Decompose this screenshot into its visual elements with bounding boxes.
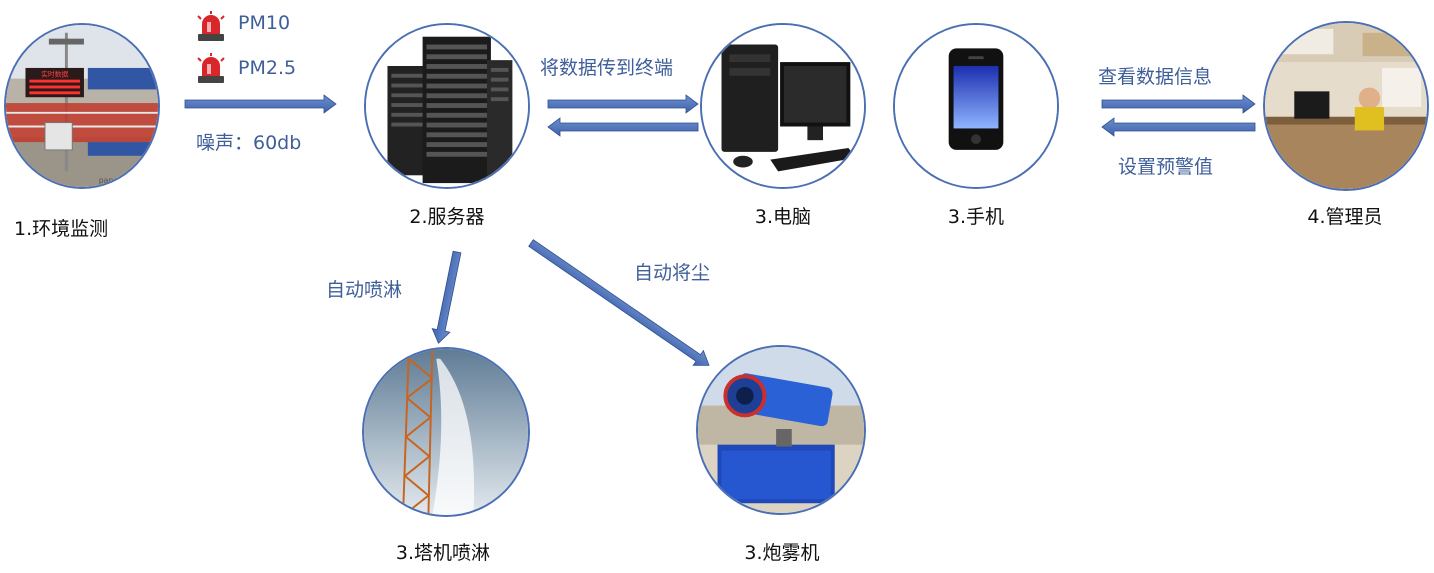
- arrow-admin-to-phone: [1101, 117, 1256, 137]
- arrow-phone-to-admin: [1101, 94, 1256, 114]
- env-monitor-photo: 实时数据 panqiin: [4, 23, 160, 189]
- pm10-label: PM10: [238, 12, 291, 34]
- arrow-server-to-fog: [528, 239, 710, 366]
- arrow-pc-to-server: [547, 117, 699, 137]
- edge-label-auto-spray: 自动喷淋: [326, 279, 403, 301]
- arrow-server-to-tower: [431, 250, 462, 344]
- server-photo: [364, 23, 530, 189]
- phone-label: 3.手机: [947, 206, 1005, 228]
- server-label: 2.服务器: [409, 206, 485, 228]
- fog-cannon-photo: [696, 345, 866, 515]
- alarm-light-icon: [197, 53, 225, 83]
- phone-photo: [893, 23, 1059, 189]
- admin-photo: [1263, 21, 1429, 191]
- edge-label-auto-dust: 自动将尘: [634, 262, 711, 284]
- screen-title: 实时数据: [41, 70, 68, 79]
- fog-label: 3.炮雾机: [744, 542, 820, 564]
- arrow-env-to-server: [184, 94, 337, 114]
- admin-label: 4.管理员: [1307, 206, 1383, 228]
- pc-photo: [700, 23, 866, 189]
- edge-label-view-data: 查看数据信息: [1098, 66, 1213, 88]
- edge-label-to-terminal: 将数据传到终端: [540, 57, 674, 79]
- env-label: 1.环境监测: [14, 218, 109, 240]
- arrow-server-to-pc: [547, 94, 699, 114]
- noise-label: 噪声：60db: [196, 132, 302, 154]
- tower-spray-photo: [362, 347, 530, 517]
- alarm-light-icon: [197, 11, 225, 41]
- pm25-label: PM2.5: [238, 57, 297, 79]
- edge-label-set-alarm: 设置预警值: [1118, 156, 1214, 178]
- pc-label: 3.电脑: [754, 206, 812, 228]
- tower-label: 3.塔机喷淋: [395, 542, 491, 564]
